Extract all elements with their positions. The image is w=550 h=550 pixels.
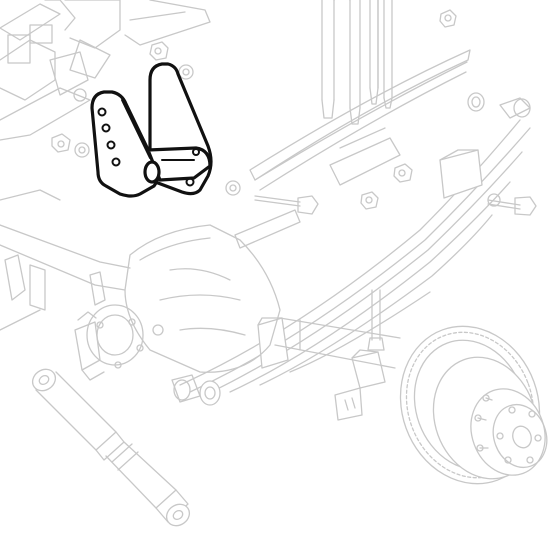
hardware-nut (360, 191, 379, 210)
hardware-nut (393, 163, 413, 183)
spring-stud (367, 289, 385, 351)
u-bolt (369, 0, 393, 109)
pinion-yoke (74, 304, 164, 381)
shackle-bolt (487, 193, 537, 216)
bushing (467, 92, 531, 119)
frame-rail (0, 0, 211, 201)
hanger-bolt (225, 180, 319, 215)
u-bolt (321, 0, 361, 125)
hardware-nut (178, 64, 194, 80)
hardware-washer (73, 88, 87, 102)
upper-leaf-spring (234, 49, 471, 249)
spring-hanger-bracket (90, 62, 213, 198)
hardware-washer (74, 142, 90, 158)
spring-plate (334, 349, 386, 421)
shock-absorber (31, 368, 191, 527)
hardware-nut (149, 41, 169, 61)
wheel-hub (470, 388, 548, 476)
hardware-nut (51, 133, 71, 153)
hardware-nut (439, 9, 457, 28)
leaf-spring (171, 119, 531, 406)
axle-housing (0, 224, 401, 373)
